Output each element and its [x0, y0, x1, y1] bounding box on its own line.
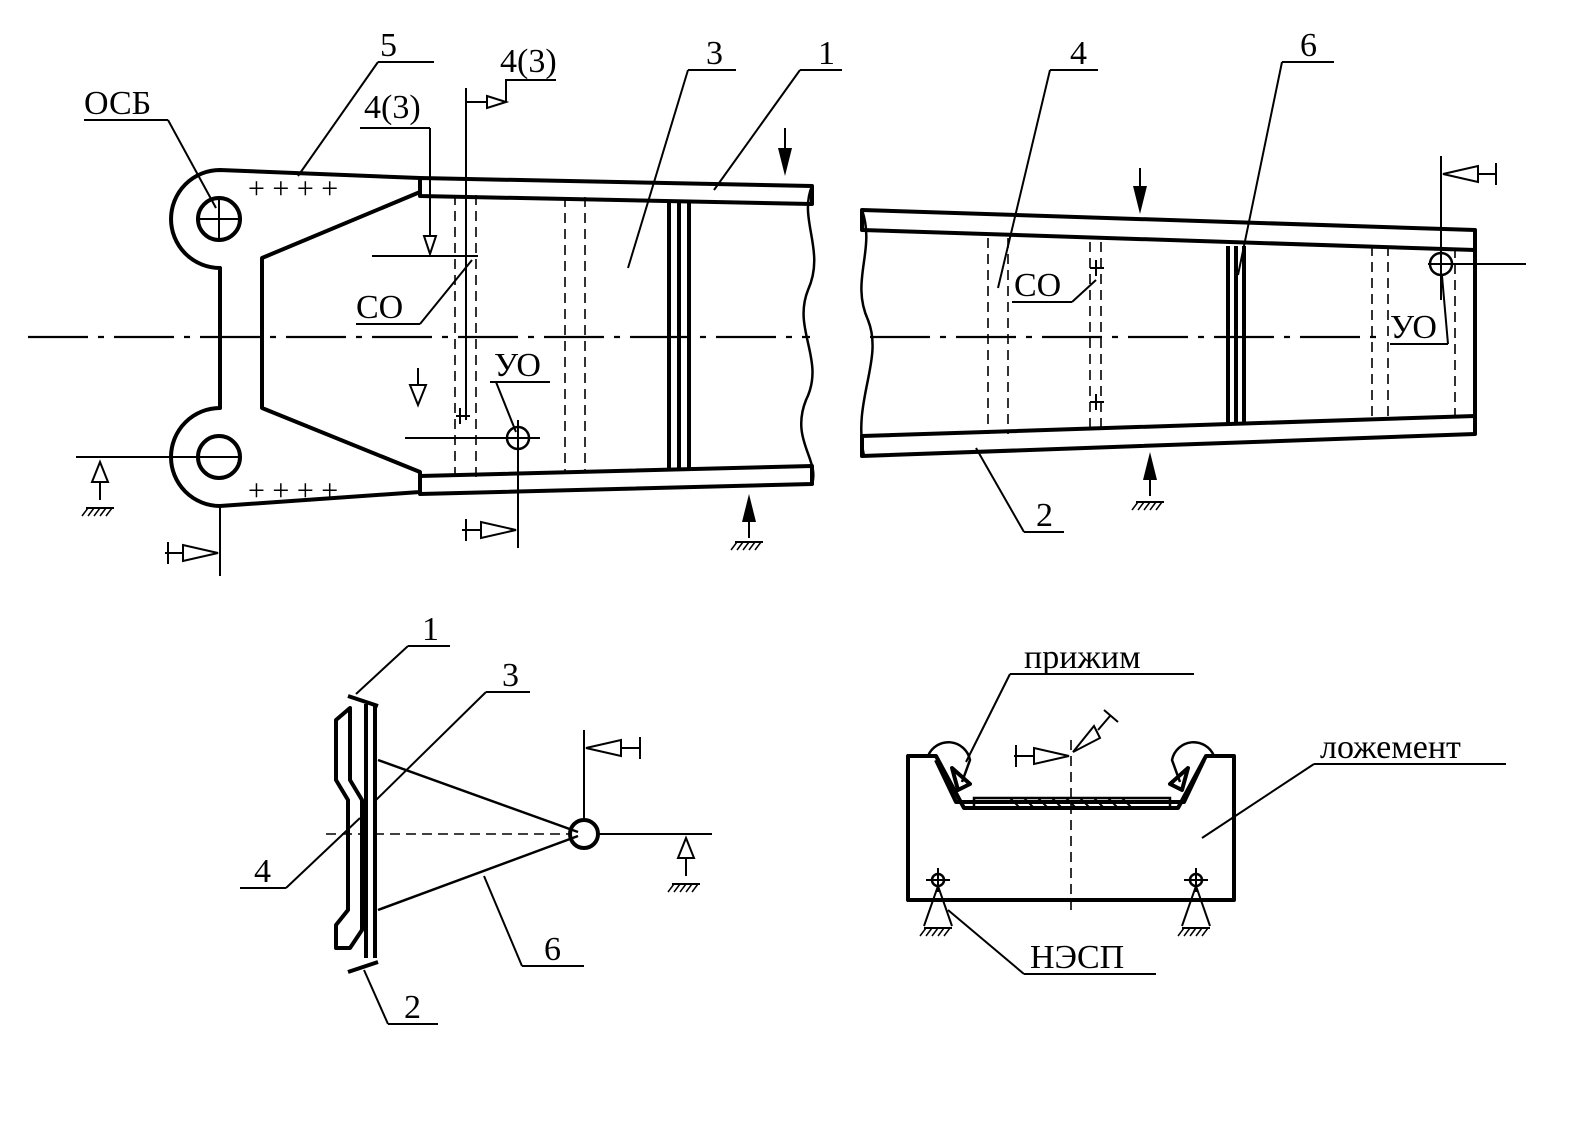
section-view — [240, 645, 712, 1025]
labels: 5 4(3) 4(3) 3 1 4 6 ОСБ СО СО УО УО 2 1 … — [84, 27, 1461, 1026]
label-osb: ОСБ — [84, 85, 151, 122]
label-nesp: НЭСП — [1030, 939, 1124, 976]
label-part-3-section: 3 — [502, 657, 519, 694]
label-part-4-section: 4 — [254, 853, 271, 890]
top-view-leaders — [84, 61, 1449, 533]
label-part-1-section: 1 — [422, 611, 439, 648]
label-part-6-top: 6 — [1300, 27, 1317, 64]
label-part-4-3-top: 4(3) — [500, 43, 557, 80]
label-part-1-top: 1 — [818, 35, 835, 72]
svg-text:+ + + +: + + + + — [248, 172, 338, 205]
label-uo-left: УО — [494, 347, 541, 384]
top-view-left: + + + + + + + + — [28, 79, 816, 576]
cradle-view — [906, 673, 1506, 975]
label-so-right: СО — [1014, 267, 1061, 304]
top-view-right — [860, 156, 1526, 511]
label-part-2-section: 2 — [404, 989, 421, 1026]
label-clamp: прижим — [1024, 639, 1141, 676]
label-cradle: ложемент — [1320, 729, 1461, 766]
label-part-3-top: 3 — [706, 35, 723, 72]
label-uo-right: УО — [1390, 309, 1437, 346]
svg-text:+ + + +: + + + + — [248, 474, 338, 507]
label-part-2-top: 2 — [1036, 497, 1053, 534]
label-so-left: СО — [356, 289, 403, 326]
label-part-4-3-left: 4(3) — [364, 89, 421, 126]
label-part-6-section: 6 — [544, 931, 561, 968]
label-part-4-top: 4 — [1070, 35, 1087, 72]
label-part-5: 5 — [380, 27, 397, 64]
